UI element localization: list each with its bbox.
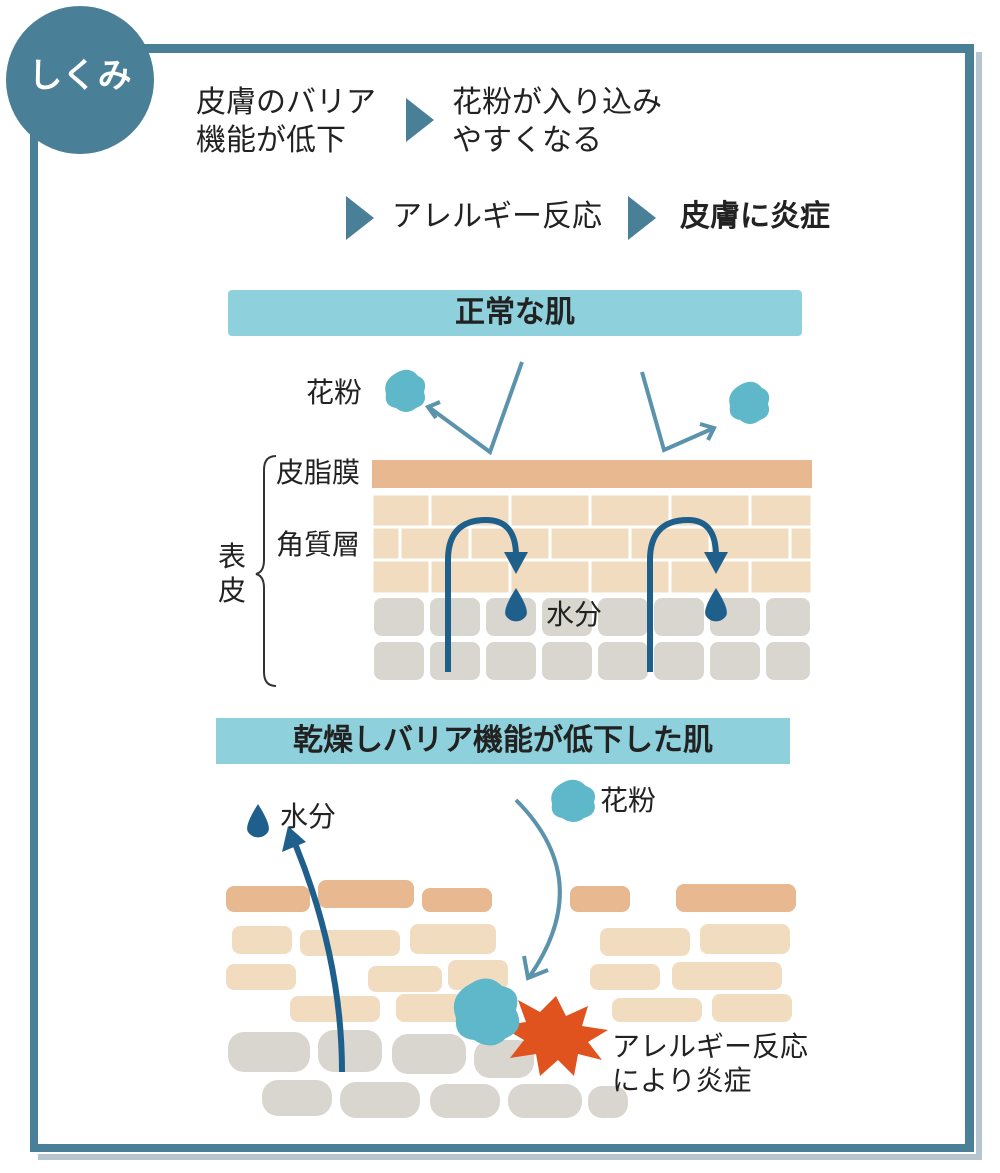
badge-label: しくみ	[28, 56, 132, 96]
flow-arrow-icon	[628, 196, 656, 240]
flow-arrow-icon	[346, 196, 374, 240]
pollen-icon	[729, 381, 770, 424]
water-loss-arrow	[293, 844, 345, 1073]
water-retention-arrow	[647, 516, 719, 672]
pollen-deflect-arrow	[428, 361, 524, 456]
arrow-head-icon	[282, 826, 306, 852]
inflammation-label: アレルギー反応 により炎症	[612, 1030, 809, 1097]
dry-skin-title: 乾燥しバリア機能が低下した肌	[216, 718, 790, 764]
inflammation-burst-icon	[500, 996, 608, 1076]
pollen-entry-arrow	[514, 798, 562, 978]
pollen-deflect-arrow	[640, 371, 715, 453]
water-label: 水分	[280, 800, 337, 833]
stratum-corneum-layer	[370, 492, 814, 596]
frame-shadow	[38, 52, 982, 1160]
flow-step-inflammation: 皮膚に炎症	[680, 199, 830, 234]
pollen-icon	[385, 369, 426, 412]
basal-layer	[374, 598, 810, 680]
pollen-label: 花粉	[600, 784, 657, 817]
flow-step-allergy: アレルギー反応	[392, 199, 602, 234]
damaged-basal-layer	[228, 1030, 628, 1118]
flow-step-barrier: 皮膚のバリア 機能が低下	[196, 85, 376, 158]
arrow-head-icon	[704, 552, 728, 574]
arrow-head-icon	[504, 552, 528, 574]
water-drop-icon	[705, 588, 727, 622]
flow-arrow-icon	[406, 98, 434, 142]
content-frame	[30, 44, 974, 1152]
normal-skin-title: 正常な肌	[228, 290, 802, 336]
pollen-label: 花粉	[306, 376, 363, 409]
section-badge: しくみ	[6, 6, 154, 154]
flow-step-pollen: 花粉が入り込み やすくなる	[452, 85, 662, 158]
sebum-label: 皮脂膜	[276, 456, 361, 489]
water-label: 水分	[546, 598, 603, 631]
damaged-sebum-layer	[226, 880, 796, 912]
epidermis-brace	[255, 455, 277, 687]
water-drop-icon	[505, 588, 527, 622]
pollen-icon	[453, 978, 520, 1046]
pollen-icon	[551, 779, 595, 822]
stratum-corneum-label: 角質層	[276, 528, 361, 561]
sebum-layer	[372, 460, 812, 488]
water-drop-icon	[247, 804, 269, 838]
epidermis-label: 表 皮	[218, 540, 247, 607]
water-retention-arrow	[445, 516, 519, 672]
